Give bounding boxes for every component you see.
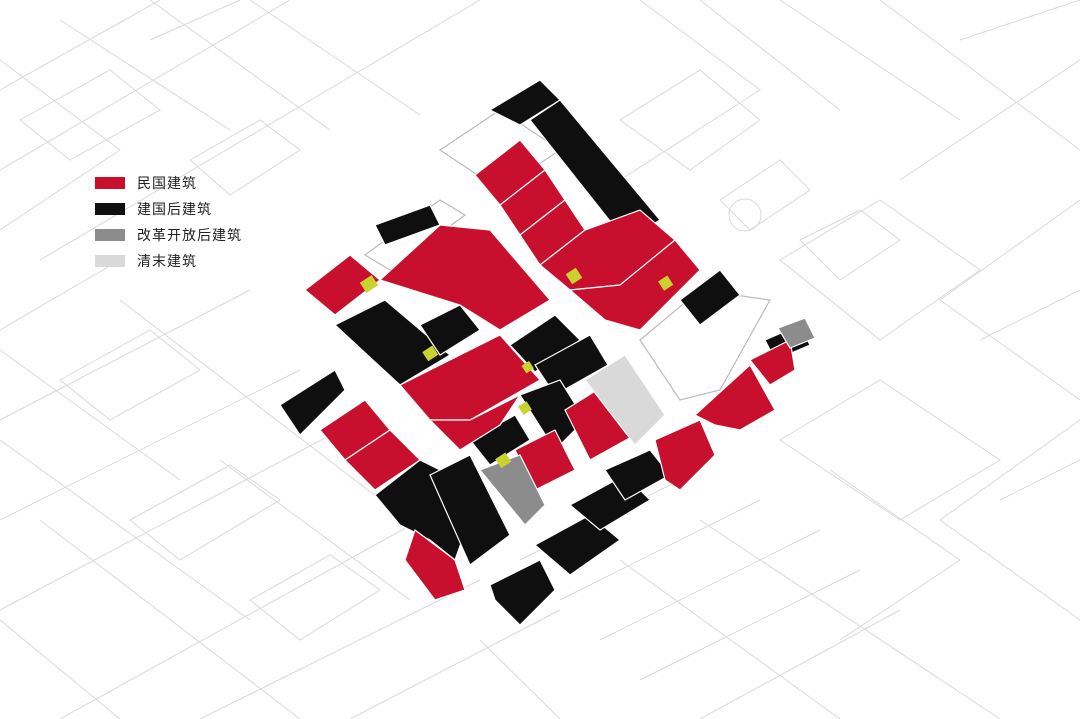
- legend-item-late-qing: 清末建筑: [95, 248, 242, 274]
- building-minguo: [344, 429, 421, 491]
- building-minguo: [654, 419, 716, 491]
- building-minguo: [568, 239, 701, 331]
- courtyard-marker: [565, 267, 583, 285]
- building-minguo: [378, 224, 551, 331]
- legend-swatch-minguo: [95, 177, 125, 189]
- building-minguo: [404, 529, 466, 601]
- building-post-founding: [429, 454, 511, 566]
- courtyard-marker: [518, 401, 532, 415]
- legend-swatch-late-qing: [95, 255, 125, 267]
- building-post-founding: [279, 369, 346, 436]
- building-minguo: [428, 393, 522, 451]
- legend-item-minguo: 民国建筑: [95, 170, 242, 196]
- building-post-reform: [777, 317, 816, 349]
- buildings-layer: [279, 79, 816, 626]
- legend-label: 清末建筑: [137, 254, 197, 270]
- building-minguo: [749, 339, 796, 386]
- building-minguo: [693, 364, 776, 431]
- legend-label: 改革开放后建筑: [137, 228, 242, 244]
- courtyard-marker: [422, 345, 439, 362]
- map-legend: 民国建筑 建国后建筑 改革开放后建筑 清末建筑: [95, 170, 242, 274]
- building-post-founding: [679, 269, 741, 326]
- legend-item-post-reform: 改革开放后建筑: [95, 222, 242, 248]
- courtyard-marker: [359, 275, 379, 293]
- legend-item-post-founding: 建国后建筑: [95, 196, 242, 222]
- legend-swatch-post-founding: [95, 203, 125, 215]
- building-post-founding: [333, 299, 452, 386]
- legend-label: 民国建筑: [137, 176, 197, 192]
- building-post-founding: [529, 99, 661, 241]
- courtyard-marker: [521, 360, 534, 374]
- building-post-founding: [419, 304, 481, 356]
- building-post-founding: [489, 559, 556, 626]
- courtyard-marker: [658, 275, 674, 291]
- building-post-founding: [533, 514, 621, 576]
- legend-swatch-post-reform: [95, 229, 125, 241]
- legend-label: 建国后建筑: [137, 202, 212, 218]
- courtyard-marker: [495, 452, 512, 469]
- building-late-qing: [584, 354, 666, 446]
